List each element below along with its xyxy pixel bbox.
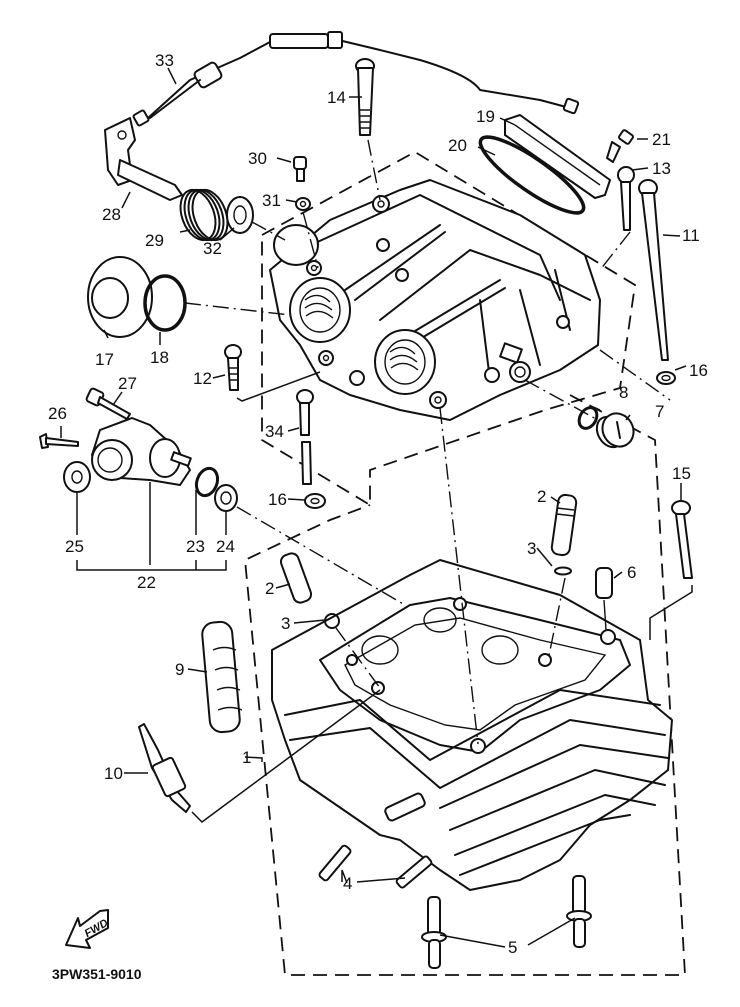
callout-12: 12 (193, 369, 212, 388)
part-3-clip-right (554, 566, 572, 576)
callout-4: 4 (343, 874, 352, 893)
part-29-spring (179, 188, 229, 242)
part-23-o-ring (194, 466, 220, 498)
callout-18: 18 (150, 348, 169, 367)
callout-31: 31 (262, 191, 281, 210)
part-14-bolt (355, 58, 381, 201)
callout-15: 15 (672, 464, 691, 483)
part-7-plug (595, 412, 635, 449)
callout-25: 25 (65, 537, 84, 556)
callout-27: 27 (118, 374, 137, 393)
callout-32: 32 (203, 239, 222, 258)
callout-2-right: 2 (537, 487, 546, 506)
callout-8: 8 (619, 383, 628, 402)
part-21-bolt (606, 129, 634, 163)
part-4-stud-lower (395, 855, 433, 889)
part-16-washer-left (304, 493, 326, 509)
part-19-cover (504, 114, 611, 199)
callout-6: 6 (627, 563, 636, 582)
guide-line (236, 506, 406, 606)
part-8-o-ring (577, 406, 599, 430)
part-2-valve-guide-right (550, 493, 578, 557)
callout-22: 22 (137, 573, 156, 592)
callout-16-left: 16 (268, 490, 287, 509)
callout-3-left: 3 (281, 614, 290, 633)
callout-28: 28 (102, 205, 121, 224)
callout-19: 19 (476, 107, 495, 126)
callout-13: 13 (652, 159, 671, 178)
callout-11: 11 (682, 226, 700, 245)
callout-16-right: 16 (689, 361, 708, 380)
cylinder-head (271, 559, 673, 891)
cylinder-head-cover (269, 179, 601, 421)
part-25-seal (63, 461, 91, 493)
guide-line (184, 302, 291, 316)
callout-20: 20 (448, 136, 467, 155)
part-24-bearing (214, 484, 238, 512)
callout-23: 23 (186, 537, 205, 556)
guide-line (599, 349, 671, 401)
part-22-pump-body (91, 417, 192, 486)
part-10-spark-plug (138, 689, 381, 823)
lower-assembly-boundary (244, 394, 686, 976)
callout-29: 29 (145, 231, 164, 250)
callout-17: 17 (95, 350, 114, 369)
part-20-o-ring (478, 135, 586, 215)
callout-24: 24 (216, 537, 235, 556)
guide-line (251, 221, 286, 241)
callout-34: 34 (265, 422, 284, 441)
guide-line (524, 379, 599, 421)
part-15-bolt (649, 500, 693, 640)
part-28-lever (104, 117, 183, 201)
leader-lines (60, 67, 687, 948)
part-2-valve-guide-left (279, 552, 313, 604)
guide-line (547, 577, 566, 661)
forward-direction-arrow-icon: FWD (65, 909, 110, 949)
part-27-bolt (85, 387, 131, 420)
part-32-oil-seal (226, 196, 254, 234)
part-6-dowel (595, 567, 613, 631)
guide-line (599, 231, 631, 271)
callout-33: 33 (155, 51, 174, 70)
part-12-bolt (224, 344, 321, 402)
part-16-washer-right (656, 371, 676, 385)
callout-7: 7 (655, 402, 664, 421)
part-34-bolt (296, 389, 314, 485)
figure-code: 3PW351-9010 (52, 966, 142, 982)
callout-10: 10 (104, 764, 123, 783)
callout-30: 30 (248, 149, 267, 168)
part-33-cable (132, 31, 580, 127)
callout-3-right: 3 (527, 539, 536, 558)
part-26-screw (39, 433, 79, 449)
callout-26: 26 (48, 404, 67, 423)
part-31-washer (295, 197, 311, 211)
callout-2-left: 2 (265, 579, 274, 598)
part-9-sleeve (201, 620, 243, 734)
part-5-stud-left (421, 896, 447, 969)
callout-14: 14 (327, 88, 346, 107)
part-5-stud-right (566, 875, 592, 948)
part-4-stud-upper (318, 844, 352, 882)
callout-5: 5 (508, 938, 517, 957)
part-13-bolt (617, 166, 635, 231)
callout-9: 9 (175, 660, 184, 679)
part-11-long-bolt (638, 179, 669, 361)
part-3-clip-left (324, 613, 340, 629)
part-17-cap (87, 256, 153, 338)
guide-line (439, 407, 479, 745)
part-30-bolt (293, 156, 307, 182)
callout-1: 1 (242, 748, 251, 767)
guide-line (302, 211, 319, 269)
callout-21: 21 (652, 130, 671, 149)
guide-line (335, 627, 381, 689)
